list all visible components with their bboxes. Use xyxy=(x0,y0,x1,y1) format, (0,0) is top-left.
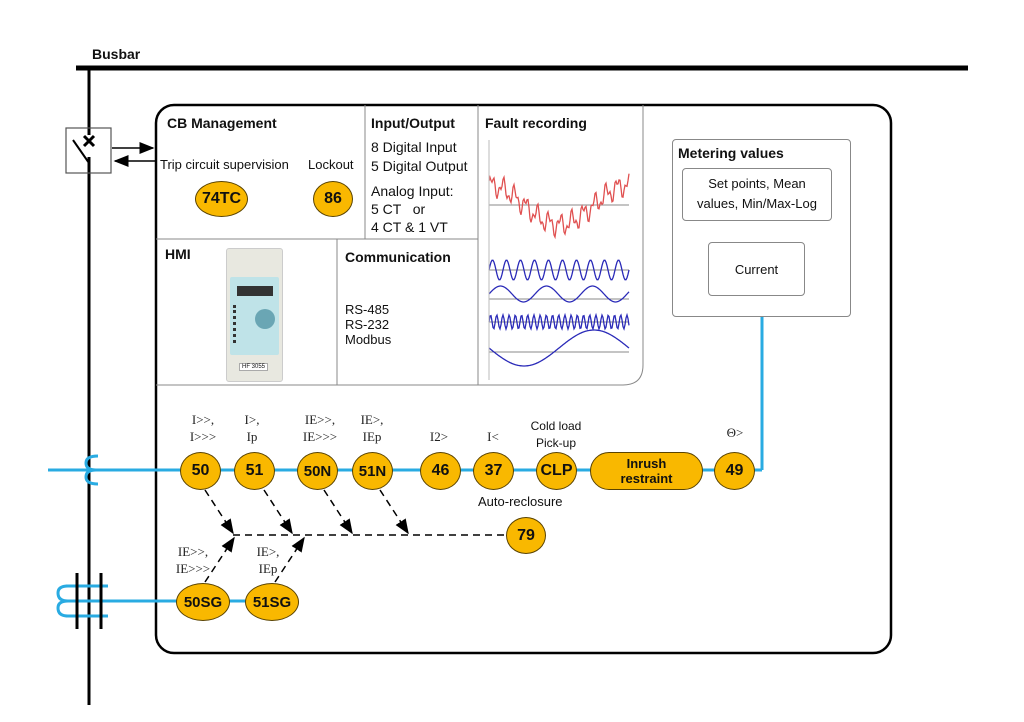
fault-waveforms xyxy=(488,140,630,380)
hmi-display xyxy=(237,286,273,296)
hmi-keypad xyxy=(255,309,275,329)
label-37: I< xyxy=(487,429,499,444)
current-box[interactable]: Current xyxy=(708,242,805,296)
badge-clp[interactable]: CLP xyxy=(536,452,577,490)
fault-recording-title: Fault recording xyxy=(485,115,587,131)
label-50sg: IE>>,IE>>> xyxy=(175,544,211,576)
wave-trace-2 xyxy=(488,285,630,303)
busbar-label: Busbar xyxy=(92,46,141,62)
communication-protocols: RS-485 RS-232 Modbus xyxy=(345,302,391,347)
label-49: Θ> xyxy=(726,425,744,440)
badge-37[interactable]: 37 xyxy=(473,452,514,490)
protocol-rs232: RS-232 xyxy=(345,317,390,332)
badge-51[interactable]: 51 xyxy=(234,452,275,490)
io-analog-option2: 4 CT & 1 VT xyxy=(371,219,448,235)
badge-79[interactable]: 79 xyxy=(506,517,546,554)
communication-title: Communication xyxy=(345,249,451,265)
io-analog-title: Analog Input: xyxy=(371,183,454,199)
lockout-label: Lockout xyxy=(308,157,354,172)
fault-trace-red xyxy=(488,173,630,240)
setpoints-line1: Set points, Mean xyxy=(708,176,806,191)
badge-46[interactable]: 46 xyxy=(420,452,461,490)
trip-circuit-label: Trip circuit supervision xyxy=(160,157,289,172)
circuit-breaker-box xyxy=(65,127,112,174)
protocol-rs485: RS-485 xyxy=(345,302,390,317)
protocol-modbus: Modbus xyxy=(345,332,392,347)
badge-51sg[interactable]: 51SG xyxy=(245,583,299,621)
label-50: I>>,I>>> xyxy=(189,412,217,444)
hmi-model-label: HF 3055 xyxy=(239,363,269,371)
hmi-device-image: HF 3055 xyxy=(226,248,283,382)
ct-coil-icon xyxy=(84,454,99,486)
wave-trace-4 xyxy=(488,329,630,367)
io-digital-output: 5 Digital Output xyxy=(371,158,468,174)
badge-51n[interactable]: 51N xyxy=(352,452,393,490)
badge-74tc[interactable]: 74TC xyxy=(195,181,248,217)
wave-trace-1 xyxy=(488,259,630,281)
autoreclose-label: Auto-reclosure xyxy=(478,494,563,509)
io-digital-input: 8 Digital Input xyxy=(371,139,457,155)
hmi-title: HMI xyxy=(165,246,191,262)
io-analog: Analog Input: 5 CT or 4 CT & 1 VT xyxy=(371,182,454,236)
label-51sg: IE>,IEp xyxy=(256,544,280,576)
setpoints-box[interactable]: Set points, Mean values, Min/Max-Log xyxy=(682,168,832,221)
relay-outer-box xyxy=(154,103,893,655)
label-51n: IE>,IEp xyxy=(360,412,384,444)
badge-49[interactable]: 49 xyxy=(714,452,755,490)
io-analog-option1: 5 CT or xyxy=(371,201,426,217)
io-title: Input/Output xyxy=(371,115,455,131)
cb-management-title: CB Management xyxy=(167,115,277,131)
metering-title: Metering values xyxy=(678,145,784,161)
label-46: I2> xyxy=(429,429,449,444)
badge-86[interactable]: 86 xyxy=(313,181,353,217)
badge-50n[interactable]: 50N xyxy=(297,452,338,490)
label-51: I>,Ip xyxy=(244,412,260,444)
label-50n: IE>>,IE>>> xyxy=(302,412,338,444)
io-digital: 8 Digital Input 5 Digital Output xyxy=(371,138,468,176)
core-balance-ct-icon xyxy=(56,584,69,618)
wave-trace-3 xyxy=(488,312,630,332)
badge-50sg[interactable]: 50SG xyxy=(176,583,230,621)
setpoints-line2: values, Min/Max-Log xyxy=(697,196,817,211)
badge-50[interactable]: 50 xyxy=(180,452,221,490)
badge-inrush-restraint[interactable]: Inrush restraint xyxy=(590,452,703,490)
